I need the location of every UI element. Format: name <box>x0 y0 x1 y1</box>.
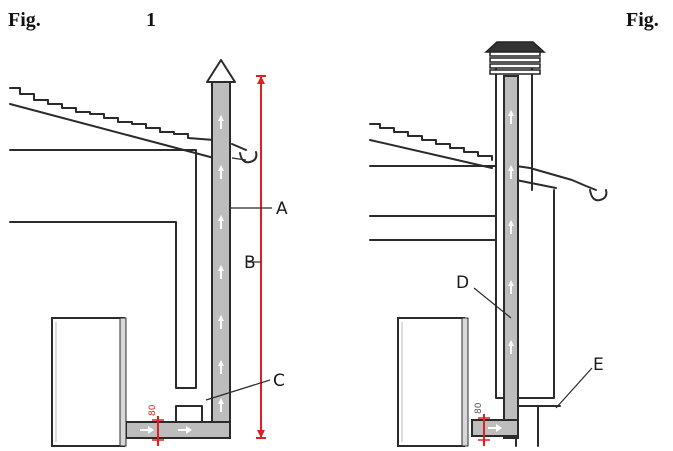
callout-d: D <box>456 273 469 293</box>
callout-e: E <box>593 355 604 375</box>
right-vertical-pipe <box>503 75 519 439</box>
callout-c: C <box>273 371 285 391</box>
left-height-dimension <box>256 75 266 439</box>
right-roof <box>369 123 608 202</box>
leader-c <box>205 379 271 401</box>
left-wall-box <box>175 405 203 423</box>
fig-label-left: Fig. <box>8 9 41 31</box>
left-flow-arrows <box>140 115 224 434</box>
left-vertical-pipe <box>211 81 231 439</box>
callout-a: A <box>276 199 288 219</box>
left-stove <box>51 317 127 447</box>
left-diameter-dimension: 80 <box>148 404 164 446</box>
left-diameter-label: 80 <box>148 404 158 416</box>
right-diameter-label: 80 <box>474 402 484 414</box>
right-flow-arrows <box>488 110 514 432</box>
leader-e <box>555 367 593 409</box>
left-wall <box>9 149 197 389</box>
right-wall <box>369 165 497 241</box>
right-chimney-stack <box>495 67 561 447</box>
left-chimney-cap <box>206 59 236 83</box>
right-figure: 80 D E <box>369 41 608 447</box>
right-chimney-cap <box>484 41 546 75</box>
right-stove <box>397 317 469 447</box>
leader-d <box>473 287 512 319</box>
fig-label-right: Fig. <box>626 9 659 31</box>
callout-b: B <box>244 253 256 273</box>
right-diameter-dimension: 80 <box>474 402 490 446</box>
fig-number-left: 1 <box>146 9 156 31</box>
left-figure: 80 A B C <box>9 59 288 447</box>
